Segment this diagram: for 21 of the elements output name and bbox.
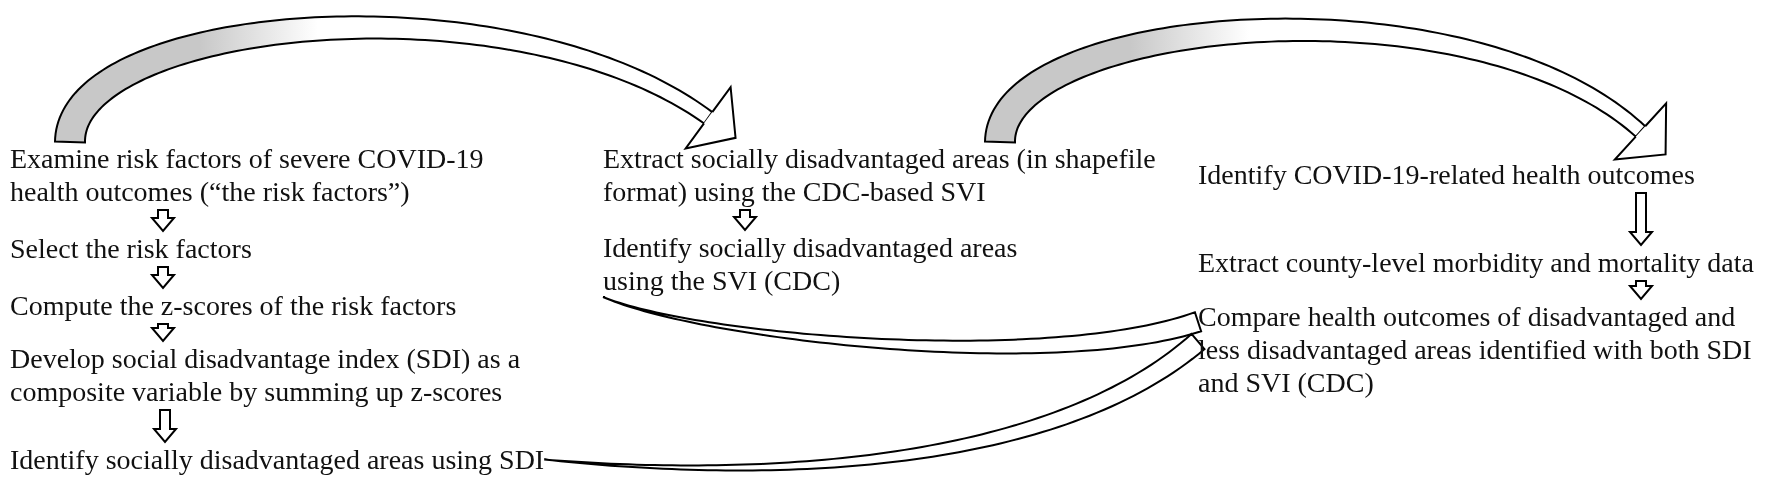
tapered-connector [602, 296, 1203, 355]
block-arrow [149, 266, 177, 290]
process-step-text: Identify socially disadvantaged areas using the SVI (CDC) [603, 231, 1063, 297]
process-step-text: Compare health outcomes of disadvantaged and less disadvantaged areas identified with both SDI and SVI (CDC) [1198, 300, 1753, 399]
process-step-text: Identify COVID-19-related health outcomes [1198, 158, 1695, 191]
process-step-text: Select the risk factors [10, 232, 252, 265]
process-step-text: Develop social disadvantage index (SDI) as a composite variable by summing up z-scores [10, 342, 535, 408]
block-arrow [151, 409, 179, 444]
process-step-text: Examine risk factors of severe COVID-19 health outcomes (“the risk factors”) [10, 142, 510, 208]
curved-block-arrow [54, 15, 737, 150]
block-arrow [149, 209, 177, 233]
process-step-text: Compute the z-scores of the risk factors [10, 289, 457, 322]
block-arrow [1627, 192, 1655, 247]
curved-block-arrow [984, 17, 1668, 161]
process-step-text: Extract county-level morbidity and mortality data [1198, 246, 1754, 279]
tapered-connector [543, 332, 1206, 472]
block-arrow [1627, 280, 1655, 301]
process-step-text: Extract socially disadvantaged areas (in shapefile format) using the CDC-based SVI [603, 142, 1168, 208]
process-step-text: Identify socially disadvantaged areas using SDI [10, 443, 545, 476]
block-arrow [149, 323, 177, 343]
block-arrow [731, 209, 759, 232]
